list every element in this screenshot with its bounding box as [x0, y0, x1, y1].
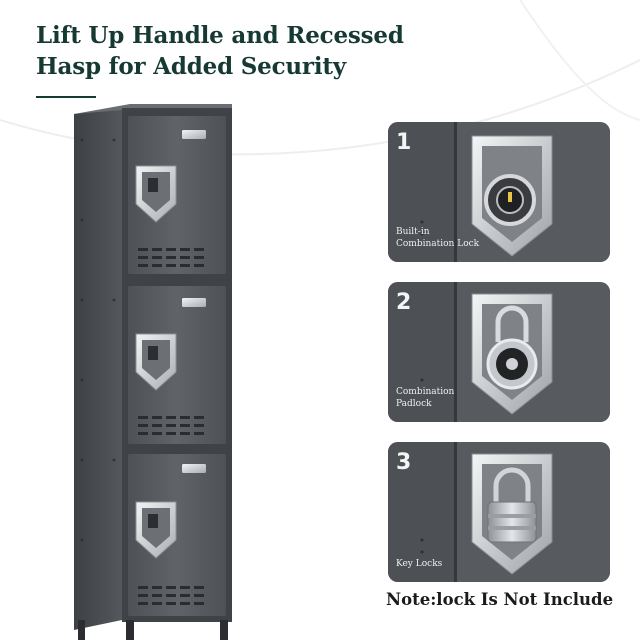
locker-door-1 — [128, 116, 226, 274]
padlock-icon — [388, 282, 610, 422]
panel-number: 1 — [396, 130, 412, 155]
panel-caption-line-1: Built-in — [396, 227, 430, 237]
locker-illustration — [74, 104, 232, 640]
panel-caption-line-1: Key Locks — [396, 559, 443, 569]
lock-panel-3: 3 Key Locks — [388, 442, 610, 582]
headline: Lift Up Handle and Recessed Hasp for Add… — [36, 20, 404, 82]
headline-underline — [36, 96, 96, 98]
lock-panel-1: 1 Built-in Combination Lock — [388, 122, 610, 262]
locker-door-3 — [128, 454, 226, 616]
panel-caption: Combination Padlock — [396, 386, 476, 410]
panel-number: 2 — [396, 290, 412, 315]
panel-caption: Key Locks — [396, 558, 476, 570]
disclaimer-note: Note:lock Is Not Include — [386, 590, 614, 609]
headline-line-1: Lift Up Handle and Recessed — [36, 22, 404, 49]
panel-caption-line-2: Padlock — [396, 399, 432, 409]
locker-door-2 — [128, 286, 226, 444]
headline-line-2: Hasp for Added Security — [36, 53, 346, 80]
combination-dial-icon — [388, 122, 610, 262]
lock-panel-2: 2 Combination Padlock — [388, 282, 610, 422]
key-lock-icon — [388, 442, 610, 582]
panel-caption-line-2: Combination Lock — [396, 239, 480, 249]
panel-number: 3 — [396, 450, 412, 475]
panel-caption-line-1: Combination — [396, 387, 455, 397]
panel-caption: Built-in Combination Lock — [396, 226, 480, 250]
